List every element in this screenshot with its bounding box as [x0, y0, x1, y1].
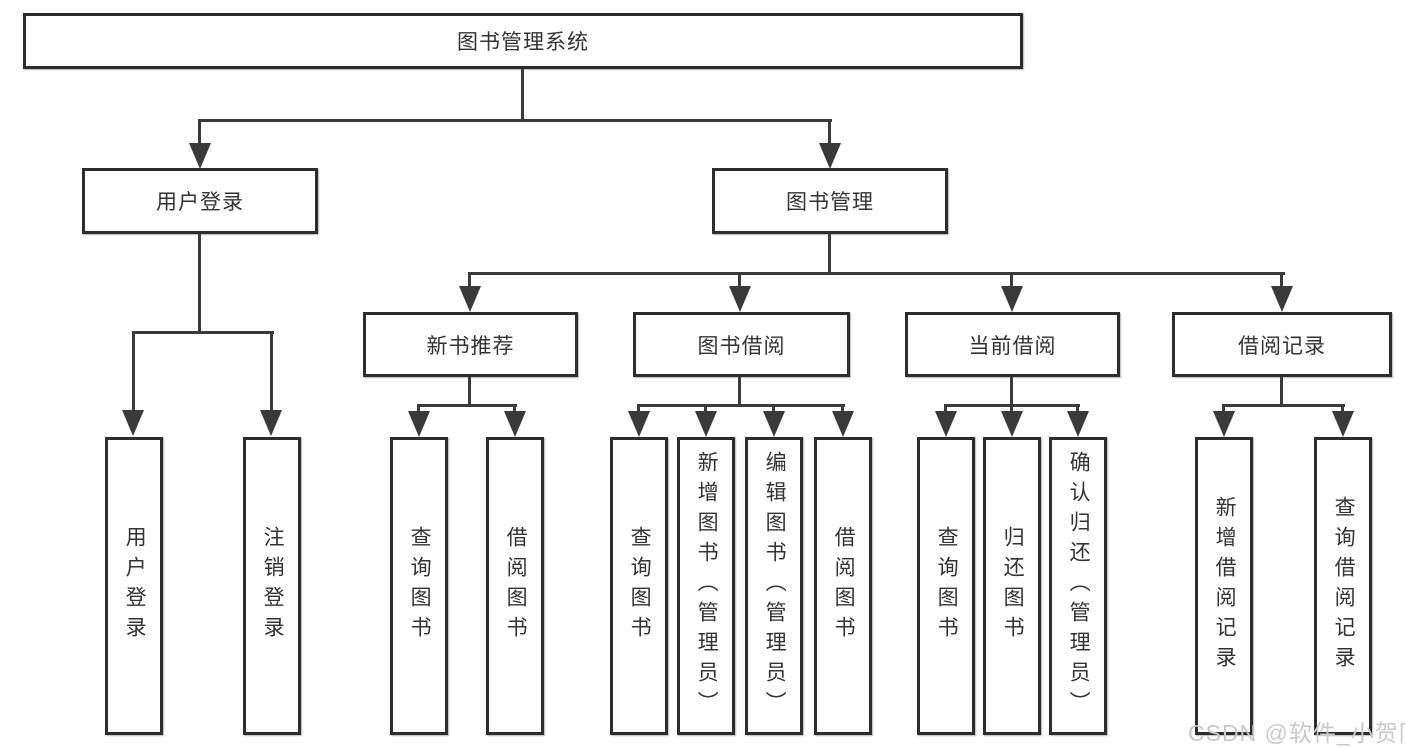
- arrowhead-to-leaf-borrow-borrow: [832, 411, 854, 437]
- connector-mgmt-stem-2: [738, 272, 741, 288]
- node-book-borrow: 图书借阅: [633, 312, 850, 377]
- leaf-borrow-edit-admin-label: 编辑图书（管理员）: [763, 451, 787, 721]
- leaf-logout-label: 注销登录: [261, 526, 285, 646]
- connector-borrow-vertical: [738, 377, 741, 406]
- leaf-borrow-add-admin: 新增图书（管理员）: [677, 437, 735, 735]
- connector-current-vertical: [1010, 377, 1013, 406]
- leaf-borrow-query-label: 查询图书: [628, 526, 652, 646]
- leaf-records-add-label: 新增借阅记录: [1213, 496, 1237, 676]
- leaf-newbooks-query-label: 查询图书: [408, 526, 432, 646]
- leaf-borrow-edit-admin: 编辑图书（管理员）: [745, 437, 803, 735]
- connector-records-stem-1: [1222, 404, 1225, 413]
- arrowhead-to-leaf-newbooks-borrow: [504, 411, 526, 437]
- connector-mgmt-stem-4: [1280, 272, 1283, 288]
- connector-root-stem-mgmt: [828, 119, 831, 146]
- leaf-newbooks-borrow: 借阅图书: [486, 437, 544, 735]
- node-current-borrow: 当前借阅: [905, 312, 1120, 377]
- connector-borrow-stem-4: [841, 404, 844, 413]
- connector-newbooks-stem-1: [417, 404, 420, 413]
- connector-mgmt-bus: [468, 272, 1285, 275]
- leaf-records-query-label: 查询借阅记录: [1332, 496, 1356, 676]
- connector-newbooks-vertical: [468, 377, 471, 407]
- leaf-user-login: 用户登录: [105, 437, 163, 735]
- connector-root-bus: [198, 119, 832, 122]
- arrowhead-to-leaf-records-query: [1332, 411, 1354, 437]
- leaf-borrow-borrow: 借阅图书: [814, 437, 872, 735]
- csdn-watermark: CSDN @软件_小贺同学: [1188, 720, 1405, 746]
- connector-borrow-bus: [637, 404, 845, 407]
- arrowhead-to-leaf-borrow-edit: [763, 411, 785, 437]
- connector-root-stem-login: [198, 119, 201, 146]
- connector-borrow-stem-2: [704, 404, 707, 413]
- connector-newbooks-stem-2: [513, 404, 516, 413]
- arrowhead-to-current-borrow: [1001, 286, 1023, 312]
- leaf-current-return: 归还图书: [983, 437, 1041, 735]
- arrowhead-to-leaf-logout: [260, 410, 282, 436]
- leaf-current-confirm-return-admin: 确认归还（管理员）: [1049, 437, 1107, 735]
- node-user-login: 用户登录: [82, 168, 318, 234]
- connector-mgmt-stem-1: [468, 272, 471, 288]
- arrowhead-to-new-book-recommend: [459, 286, 481, 312]
- leaf-newbooks-query: 查询图书: [390, 437, 448, 735]
- arrowhead-to-borrow-records: [1271, 286, 1293, 312]
- arrowhead-to-leaf-newbooks-query: [408, 411, 430, 437]
- connector-records-bus: [1222, 404, 1345, 407]
- arrowhead-to-leaf-records-add: [1213, 411, 1235, 437]
- connector-login-stem-2: [270, 331, 273, 411]
- leaf-user-login-label: 用户登录: [123, 526, 147, 646]
- connector-newbooks-bus: [417, 404, 517, 407]
- arrowhead-to-book-borrow: [729, 286, 751, 312]
- connector-mgmt-stem-3: [1010, 272, 1013, 288]
- arrowhead-to-leaf-current-return: [1001, 411, 1023, 437]
- leaf-borrow-query: 查询图书: [610, 437, 668, 735]
- connector-root-vertical: [521, 69, 524, 122]
- connector-login-stem-1: [132, 331, 135, 411]
- leaf-borrow-borrow-label: 借阅图书: [832, 526, 856, 646]
- arrowhead-to-leaf-borrow-query: [628, 411, 650, 437]
- node-book-management: 图书管理: [712, 168, 948, 234]
- leaf-records-add: 新增借阅记录: [1195, 437, 1253, 735]
- leaf-records-query: 查询借阅记录: [1314, 437, 1372, 735]
- connector-login-bus: [132, 331, 274, 334]
- connector-mgmt-vertical: [828, 233, 831, 274]
- connector-borrow-stem-1: [637, 404, 640, 413]
- connector-login-vertical: [198, 233, 201, 333]
- leaf-current-query: 查询图书: [917, 437, 975, 735]
- leaf-borrow-add-admin-label: 新增图书（管理员）: [695, 451, 719, 721]
- connector-current-stem-3: [1076, 404, 1079, 413]
- connector-records-vertical: [1280, 377, 1283, 406]
- arrowhead-to-leaf-current-query: [935, 411, 957, 437]
- leaf-current-confirm-return-admin-label: 确认归还（管理员）: [1067, 451, 1091, 721]
- node-new-book-recommend: 新书推荐: [363, 312, 578, 377]
- node-root: 图书管理系统: [23, 13, 1023, 69]
- arrowhead-to-leaf-borrow-add: [695, 411, 717, 437]
- leaf-newbooks-borrow-label: 借阅图书: [504, 526, 528, 646]
- arrowhead-to-leaf-current-confirm: [1067, 411, 1089, 437]
- connector-current-stem-1: [944, 404, 947, 413]
- connector-current-stem-2: [1010, 404, 1013, 413]
- arrowhead-to-book-management: [819, 143, 841, 169]
- arrowhead-to-leaf-user-login: [122, 410, 144, 436]
- connector-records-stem-2: [1341, 404, 1344, 413]
- leaf-logout: 注销登录: [243, 437, 301, 735]
- leaf-current-return-label: 归还图书: [1001, 526, 1025, 646]
- node-borrow-records: 借阅记录: [1172, 312, 1392, 377]
- leaf-current-query-label: 查询图书: [935, 526, 959, 646]
- connector-borrow-stem-3: [772, 404, 775, 413]
- arrowhead-to-user-login: [189, 143, 211, 169]
